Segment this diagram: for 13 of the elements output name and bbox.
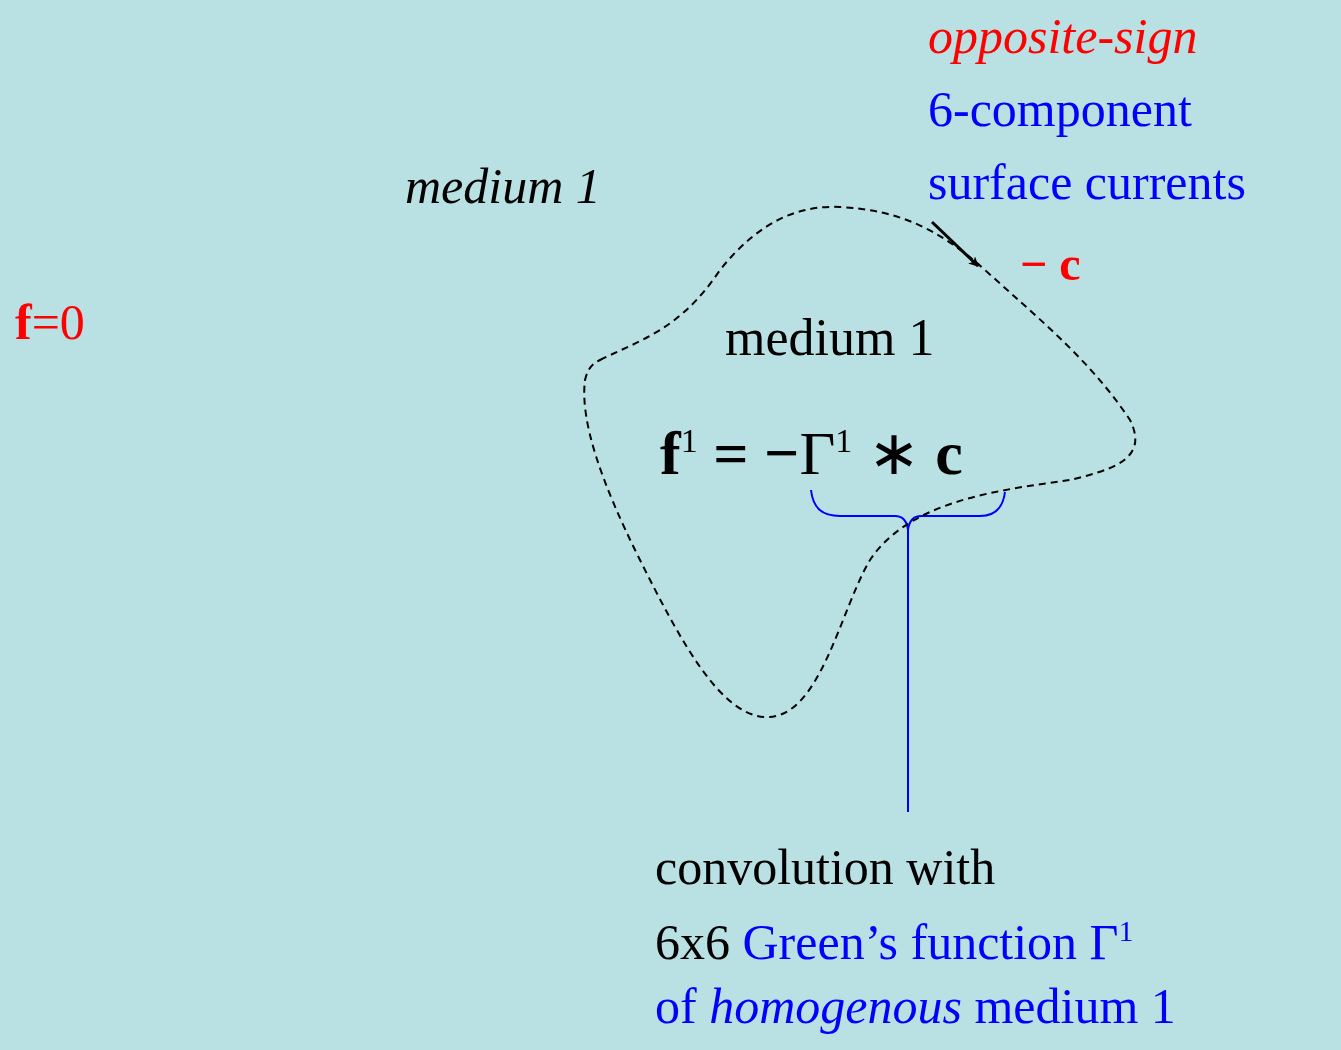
- label-text: f=0: [15, 294, 85, 352]
- description-text: of homogenous medium 1: [655, 977, 1176, 1034]
- label-text: − c: [1020, 236, 1081, 292]
- equation: f$^{1}$ = −Γ$^{1}$ ∗ c: [660, 418, 963, 489]
- description-text: Green’s function Γ$^{1}$: [742, 913, 1134, 970]
- region-label: medium 1: [725, 308, 935, 368]
- annotation-text: 6-component surface currents: [928, 80, 1247, 212]
- description-text: 6x6: [655, 913, 730, 970]
- annotation-text: opposite-sign: [928, 7, 1199, 66]
- description-text: convolution with: [655, 839, 996, 895]
- leader-line: [907, 529, 909, 813]
- label-text: medium 1: [405, 158, 601, 216]
- arrow: [930, 220, 980, 268]
